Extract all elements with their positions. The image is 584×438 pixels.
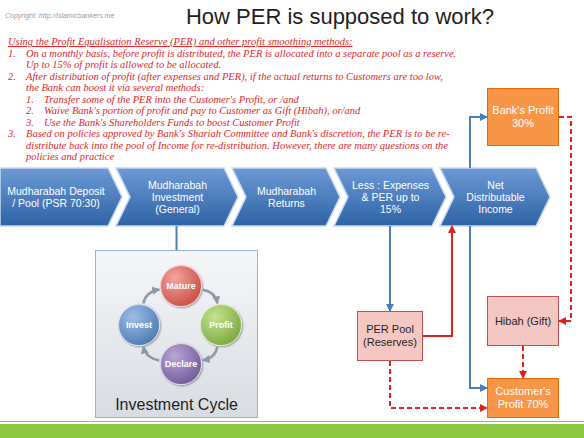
note-row: 2.After distribution of profit (after ex… — [8, 71, 458, 94]
node-text: Mudharabah Deposit / Pool (PSR 70:30) — [6, 185, 106, 209]
node-text: Net Distributable Income — [457, 179, 534, 215]
note-text: Based on policies approved by Bank's Sha… — [26, 128, 458, 163]
note-heading: Using the Profit Equalisation Reserve (P… — [8, 36, 458, 48]
node-text: Invest — [126, 320, 152, 330]
chevron-outline — [232, 168, 340, 226]
flow-connector — [559, 117, 571, 321]
flow-chevron: Mudharabah Deposit / Pool (PSR 70:30) — [0, 168, 122, 226]
cycle-panel: Investment Cycle MatureProfitDeclare Inves… — [95, 250, 258, 418]
chevron-outline — [116, 168, 238, 226]
flow-chevron: Mudharabah Investment (General) — [116, 168, 238, 226]
stage-circle: Profit — [200, 304, 242, 346]
node-text: Declare — [165, 359, 198, 369]
note-row: 2.Waive Bank's portion of profit and pay… — [8, 105, 458, 117]
list-number: 2. — [8, 71, 26, 94]
stage-circle: Mature — [160, 265, 202, 307]
chevron-outline — [334, 168, 446, 226]
node-text: Bank's Profit 30% — [490, 104, 556, 130]
flow-connector — [423, 226, 452, 336]
profit-box: Customer's Profit 70% — [487, 378, 559, 418]
flow-connector — [390, 361, 487, 408]
node-text: Mudharabah Investment (General) — [133, 179, 222, 215]
node-text: Profit — [209, 320, 233, 330]
flow-connector — [176, 226, 178, 250]
node-text: Less : Expenses & PER up to 15% — [351, 179, 430, 215]
note-text: Transfer some of the PER into the Custom… — [44, 94, 458, 106]
gift-box: Hibah (Gift) — [487, 296, 559, 346]
note-block: Using the Profit Equalisation Reserve (P… — [8, 36, 458, 163]
node-text: PER Pool (Reserves) — [360, 323, 420, 349]
note-text: Use the Bank's Shareholders Funds to boo… — [44, 117, 458, 129]
note-row: 1.Transfer some of the PER into the Cust… — [8, 94, 458, 106]
note-text: On a monthly basis, before profit is dis… — [26, 48, 458, 71]
list-number: 2. — [26, 105, 44, 117]
stage-circle: Invest — [118, 304, 160, 346]
list-number: 1. — [8, 48, 26, 71]
chevron-outline — [440, 168, 550, 226]
flow-chevron: Less : Expenses & PER up to 15% — [334, 168, 446, 226]
profit-box: Bank's Profit 30% — [487, 88, 559, 146]
list-number: 1. — [26, 94, 44, 106]
node-text: Mature — [166, 281, 196, 291]
chevron-outline — [0, 168, 122, 226]
flow-connector — [470, 117, 487, 168]
flow-connector — [522, 346, 524, 378]
note-row: 3.Based on policies approved by Bank's S… — [8, 128, 458, 163]
flow-connector — [389, 226, 391, 311]
list-number: 3. — [8, 128, 26, 163]
note-text: Waive Bank's portion of profit and pay t… — [44, 105, 458, 117]
note-text: After distribution of profit (after expe… — [26, 71, 458, 94]
footer-bar — [0, 424, 584, 438]
flow-chevron: Net Distributable Income — [440, 168, 550, 226]
reserve-box: PER Pool (Reserves) — [357, 311, 423, 361]
node-text: Hibah (Gift) — [495, 315, 551, 328]
flow-chevron: Mudharabah Returns — [232, 168, 340, 226]
node-text: Investment Cycle — [96, 396, 257, 414]
stage-circle: Declare — [160, 343, 202, 385]
footer-line — [0, 421, 584, 422]
flow-connector — [470, 226, 487, 388]
title-text: How PER is supposed to work? — [150, 4, 530, 30]
node-text: Mudharabah Returns — [249, 185, 324, 209]
note-row: 3.Use the Bank's Shareholders Funds to b… — [8, 117, 458, 129]
note-row: 1.On a monthly basis, before profit is d… — [8, 48, 458, 71]
list-number: 3. — [26, 117, 44, 129]
watermark-text: Copyright: http://islamicbankers.me — [5, 12, 114, 19]
node-text: Customer's Profit 70% — [490, 385, 556, 411]
